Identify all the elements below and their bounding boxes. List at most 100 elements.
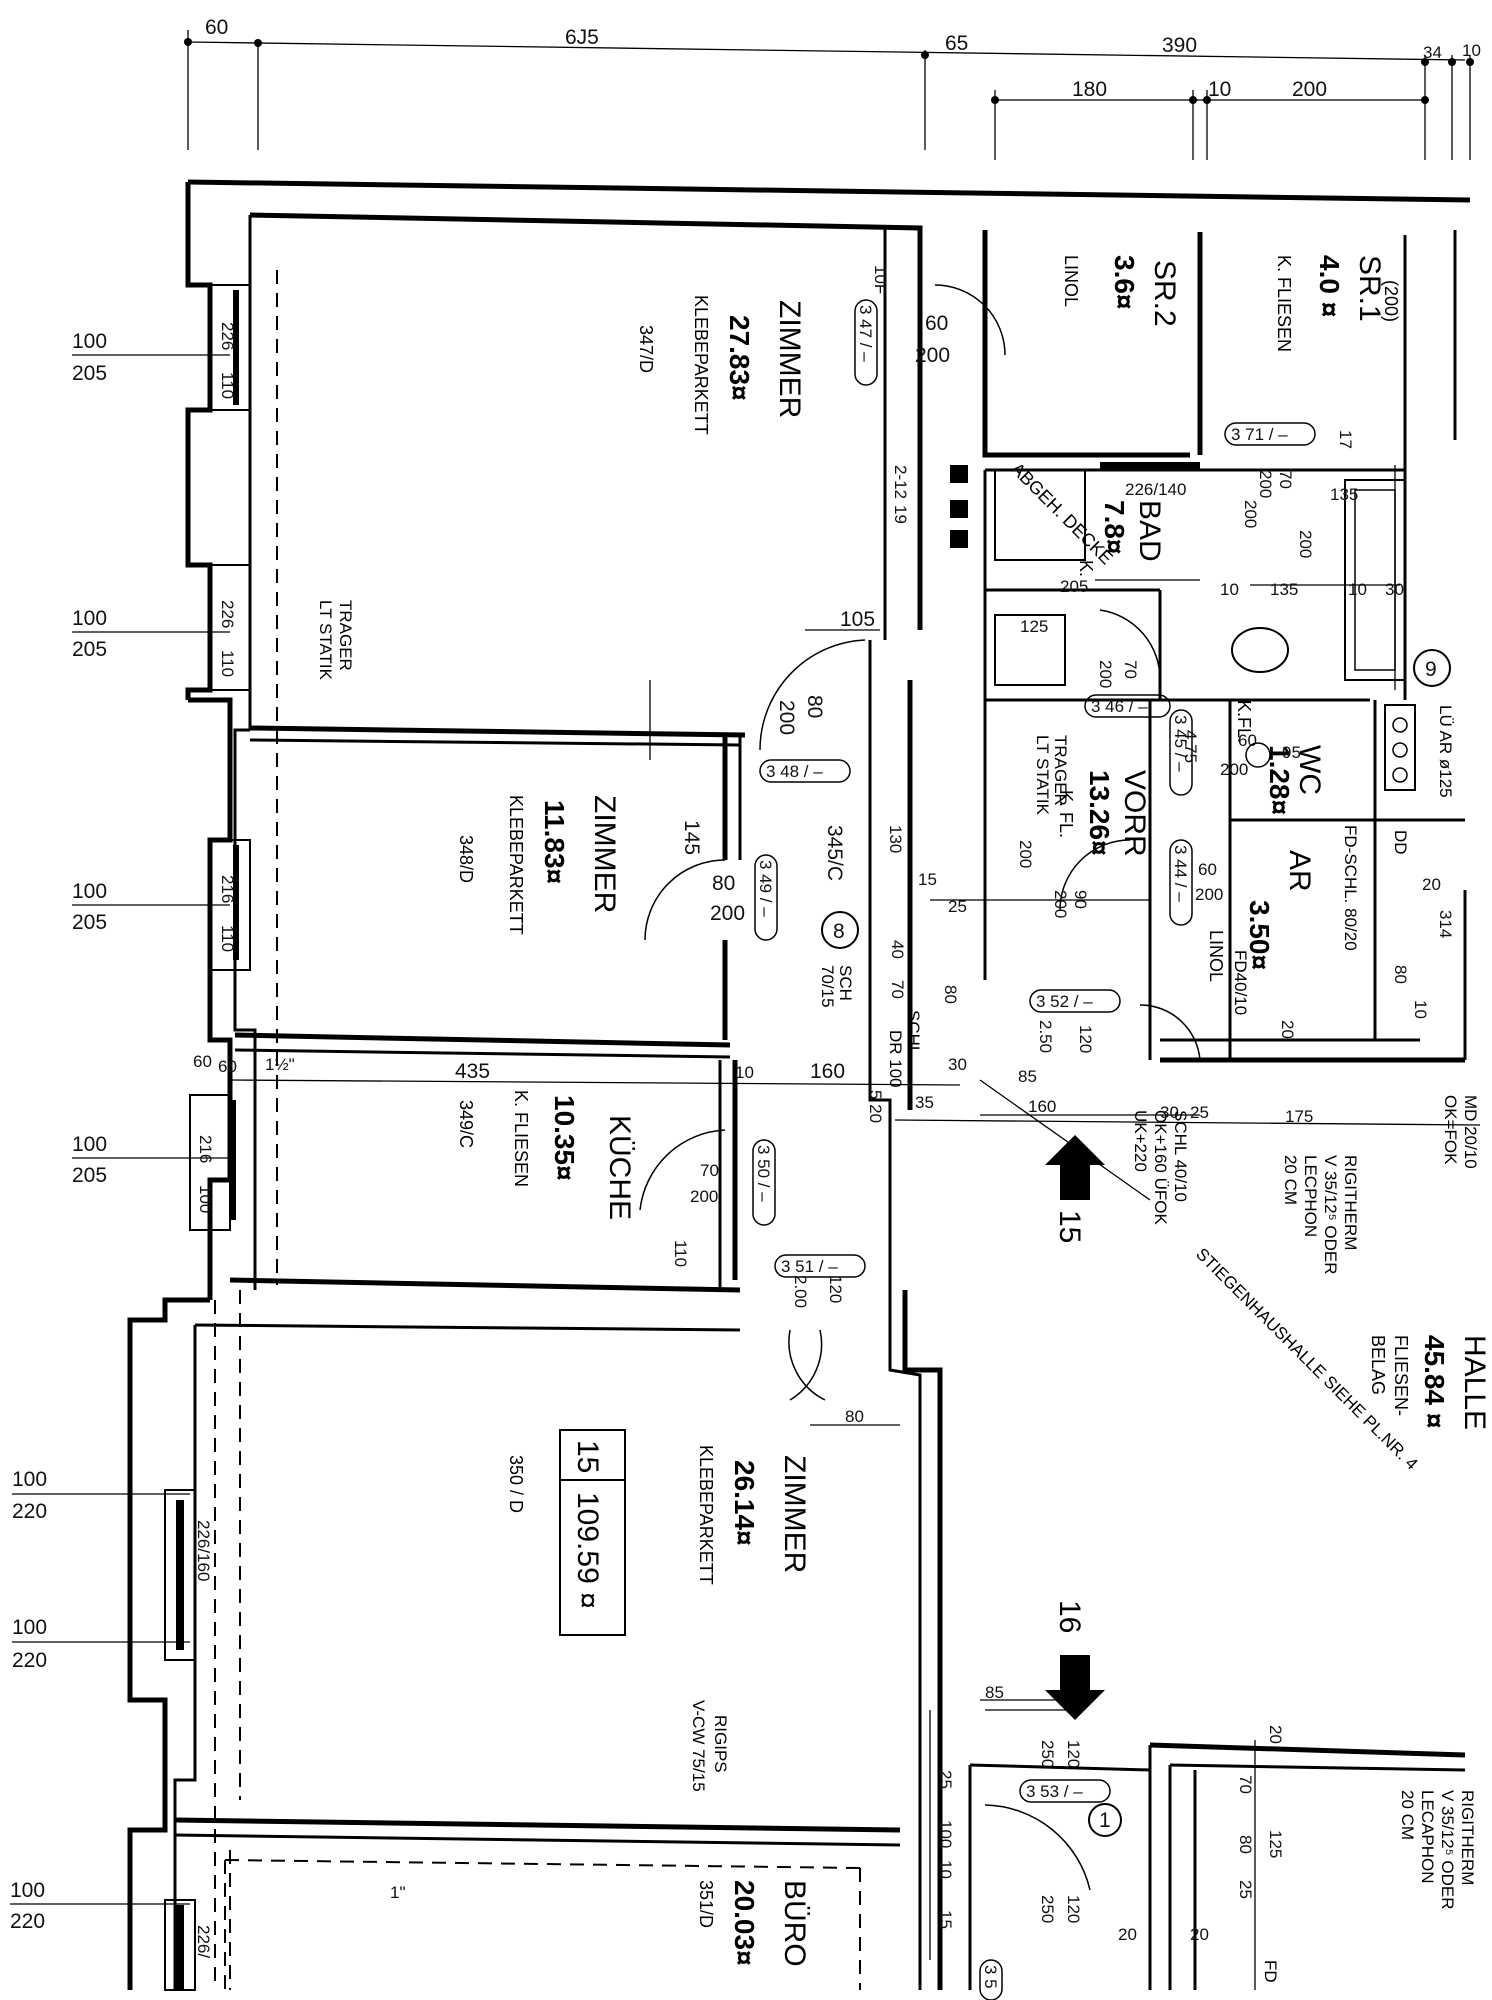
dim: 200: [1220, 760, 1248, 779]
dim: 435: [455, 1060, 490, 1083]
room-code: 350 / D: [506, 1455, 526, 1513]
circle-markers: 8 9 1: [821, 649, 1451, 1837]
room-tag: 3 45 / –: [1171, 715, 1190, 772]
dim: 125: [1020, 617, 1048, 636]
note-schl2: SCHL: [904, 1010, 923, 1055]
window-dim-bottom: 205: [72, 638, 107, 661]
window-label: 226: [218, 600, 237, 628]
marker-9: 9: [1425, 658, 1437, 681]
dim: 30: [1160, 1103, 1179, 1122]
dim: 120: [1064, 1895, 1083, 1923]
dim: 80: [941, 985, 960, 1004]
room-floor2: BELAG: [1368, 1335, 1388, 1395]
window-label: 226: [218, 322, 237, 350]
note-rigitherm: V 35/12⁵ ODER: [1321, 1155, 1340, 1275]
dim: 226/140: [1125, 480, 1186, 499]
dim: 130: [886, 825, 905, 853]
window-label: 110: [218, 372, 237, 399]
room-floor: K. FL.: [1056, 790, 1076, 838]
room-name: ZIMMER: [773, 300, 806, 418]
dim: 10: [735, 1063, 754, 1082]
dim: 20: [1422, 875, 1441, 894]
room-floor: KLEBEPARKETT: [691, 295, 711, 435]
room-tags: 3 47 / – 3 48 / – 3 49 / – 3 50 / – 3 51…: [752, 299, 1316, 2000]
room-area: 4.0 ¤: [1314, 255, 1345, 317]
dim-top-200: 200: [1292, 78, 1327, 101]
room-floor: K.FL.: [1234, 700, 1254, 743]
note-trager: TRAGER: [1051, 735, 1070, 806]
room-tag: 3 47 / –: [856, 305, 875, 362]
window-label: 110: [218, 650, 237, 677]
annotations: TRAGER LT STATIK TRAGER LT STATIK RIGIPS…: [316, 600, 1480, 1983]
dim: 345/C: [823, 825, 846, 881]
dim: 70: [1276, 470, 1295, 489]
room-area: 1.28¤: [1264, 745, 1295, 815]
dim: 35: [915, 1093, 934, 1112]
window-label: 226/160: [194, 1520, 213, 1581]
windows: 226 110 226 110 216 110 216 100 226/160 …: [164, 284, 251, 1991]
room-floor: LINOL: [1206, 930, 1226, 982]
dim: 120: [1064, 1740, 1083, 1768]
room-zimmer-1: ZIMMER 27.83¤ KLEBEPARKETT 347/D: [636, 295, 806, 435]
room-floor: K. FLIESEN: [511, 1090, 531, 1187]
room-name: BAD: [1133, 500, 1166, 562]
bathroom-fixtures: [950, 462, 1416, 791]
dim: 1": [390, 1883, 406, 1902]
dim-top-390: 390: [1162, 34, 1197, 57]
dim: 80: [845, 1407, 864, 1426]
window-dim-top: 100: [10, 1879, 45, 1902]
arrow-label: 15: [1053, 1210, 1086, 1243]
window-dim-top: 100: [72, 330, 107, 353]
note-uk220: UK+220: [1131, 1110, 1150, 1172]
inner-dimension-texts: 10F 60 200 105 200 80 145 80 200 345/C 1…: [193, 265, 1455, 1944]
note-fd-schl: FD-SCHL. 80/20: [1341, 825, 1360, 951]
dim: 60: [218, 1057, 237, 1076]
room-area: 3.6¤: [1109, 255, 1140, 310]
note-rigitherm: 20 CM: [1281, 1155, 1300, 1205]
note-rigitherm: V 35/12⁵ ODER: [1438, 1790, 1457, 1910]
dim: 135: [1270, 580, 1298, 599]
dim: 200: [775, 700, 798, 735]
dim: 200: [1051, 890, 1070, 918]
room-halle: HALLE 45.84 ¤ FLIESEN- BELAG: [1368, 1335, 1491, 1430]
room-name: ZIMMER: [778, 1455, 811, 1573]
dim: 80: [803, 695, 826, 718]
inner-dimension-lines: [229, 465, 1481, 1990]
room-code: 347/D: [636, 325, 656, 373]
dim: 100: [936, 1820, 955, 1848]
dim: 70: [1236, 1775, 1255, 1794]
room-kueche: KÜCHE 10.35¤ K. FLIESEN 349/C: [456, 1090, 636, 1220]
note-okfok: OK=FOK: [1441, 1095, 1460, 1165]
room-tag: 3 50 / –: [754, 1145, 773, 1202]
window-label: 226/: [194, 1925, 213, 1958]
dim: 175: [1285, 1107, 1313, 1126]
arrow-label: 16: [1053, 1600, 1086, 1633]
dim: 2-12: [891, 465, 910, 499]
dim: 80: [1236, 1835, 1255, 1854]
dim: 2.50: [1036, 1020, 1055, 1053]
room-zimmer-3: ZIMMER 26.14¤ KLEBEPARKETT 350 / D: [506, 1445, 811, 1585]
window-dim-bottom: 205: [72, 911, 107, 934]
room-tag: 3 71 / –: [1231, 425, 1288, 444]
dim: 20: [1190, 1925, 1209, 1944]
dim: 25: [1190, 1103, 1209, 1122]
dim: 2.00: [791, 1275, 810, 1308]
room-area: 45.84 ¤: [1419, 1335, 1450, 1428]
arrow-down-icon: [1045, 1655, 1105, 1720]
room-name: ZIMMER: [588, 795, 621, 913]
dim-top-65: 65: [945, 32, 968, 55]
note-dd: DD: [1391, 830, 1410, 855]
room-area: 11.83¤: [539, 800, 570, 884]
dim: 80: [712, 872, 735, 895]
note-md: MD 20/10: [1461, 1095, 1480, 1169]
dim: 200: [1016, 840, 1035, 868]
dim: 160: [1028, 1097, 1056, 1116]
room-floor: KLEBEPARKETT: [506, 795, 526, 935]
door-swings: [639, 284, 1201, 1891]
dim: 70: [1121, 660, 1140, 679]
dim: 70: [700, 1161, 719, 1180]
room-name: WC: [1293, 745, 1326, 795]
room-name: AR: [1283, 850, 1316, 892]
dim: 1½": [265, 1055, 295, 1074]
window-dim-top: 100: [72, 880, 107, 903]
